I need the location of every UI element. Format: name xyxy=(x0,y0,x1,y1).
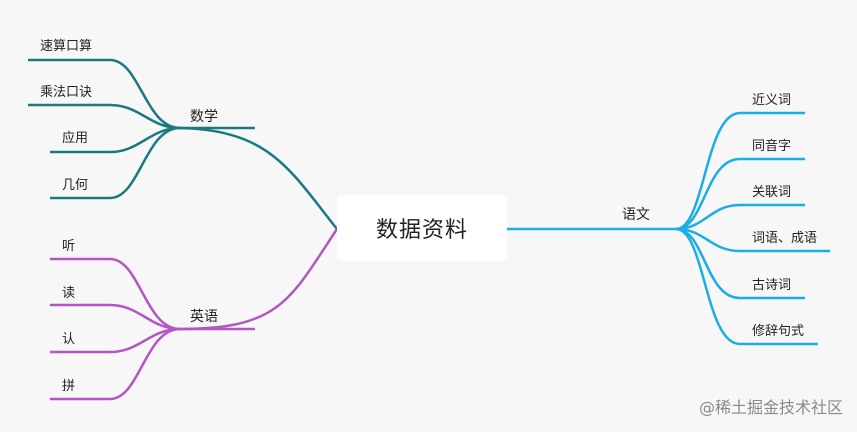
leaf-label-english-3[interactable]: 认 xyxy=(62,332,75,347)
leaf-label-english-2[interactable]: 读 xyxy=(62,286,75,301)
connector-math-4 xyxy=(50,126,181,200)
connector-english-4 xyxy=(50,327,181,401)
leaf-label-math-4[interactable]: 几何 xyxy=(62,177,88,193)
leaf-label-english-1[interactable]: 听 xyxy=(62,239,75,254)
leaf-label-chinese-1[interactable]: 近义词 xyxy=(752,93,791,108)
watermark: @稀土掘金技术社区 xyxy=(698,398,843,417)
branch-label-english[interactable]: 英语 xyxy=(190,308,218,325)
leaf-label-math-3[interactable]: 应用 xyxy=(62,130,88,146)
leaf-label-chinese-4[interactable]: 词语、成语 xyxy=(752,231,817,246)
connector-root-english xyxy=(179,228,339,331)
leaf-label-math-1[interactable]: 速算口算 xyxy=(40,39,92,54)
branch-label-math[interactable]: 数学 xyxy=(190,109,218,125)
connector-chinese-1 xyxy=(675,111,805,231)
connector-chinese-6 xyxy=(675,227,818,346)
leaf-label-math-2[interactable]: 乘法口诀 xyxy=(40,85,92,100)
connector-math-1 xyxy=(28,58,181,130)
root-node[interactable]: 数据资料 xyxy=(337,195,507,261)
leaf-label-chinese-3[interactable]: 关联词 xyxy=(752,185,791,200)
connector-chinese-2 xyxy=(675,157,805,231)
connector-math-2 xyxy=(28,103,181,130)
leaf-label-chinese-2[interactable]: 同音字 xyxy=(752,138,791,154)
branch-label-chinese[interactable]: 语文 xyxy=(622,207,650,223)
connector-english-2 xyxy=(50,303,181,331)
root-node-label: 数据资料 xyxy=(375,218,468,243)
leaf-label-chinese-5[interactable]: 古诗词 xyxy=(752,278,791,293)
connector-chinese-4 xyxy=(675,227,830,253)
connector-english-1 xyxy=(50,257,181,331)
branch-chinese: 语文 近义词 同音字 关联词 词语、成语 古诗词 修辞句式 xyxy=(507,93,830,346)
leaf-label-chinese-6[interactable]: 修辞句式 xyxy=(752,324,804,339)
branch-math: 数学 速算口算 乘法口诀 应用 几何 xyxy=(28,39,338,230)
connector-root-math xyxy=(179,126,338,230)
connector-chinese-3 xyxy=(675,203,805,231)
leaf-label-english-4[interactable]: 拼 xyxy=(62,379,75,394)
branch-english: 英语 听 读 认 拼 xyxy=(50,228,339,401)
